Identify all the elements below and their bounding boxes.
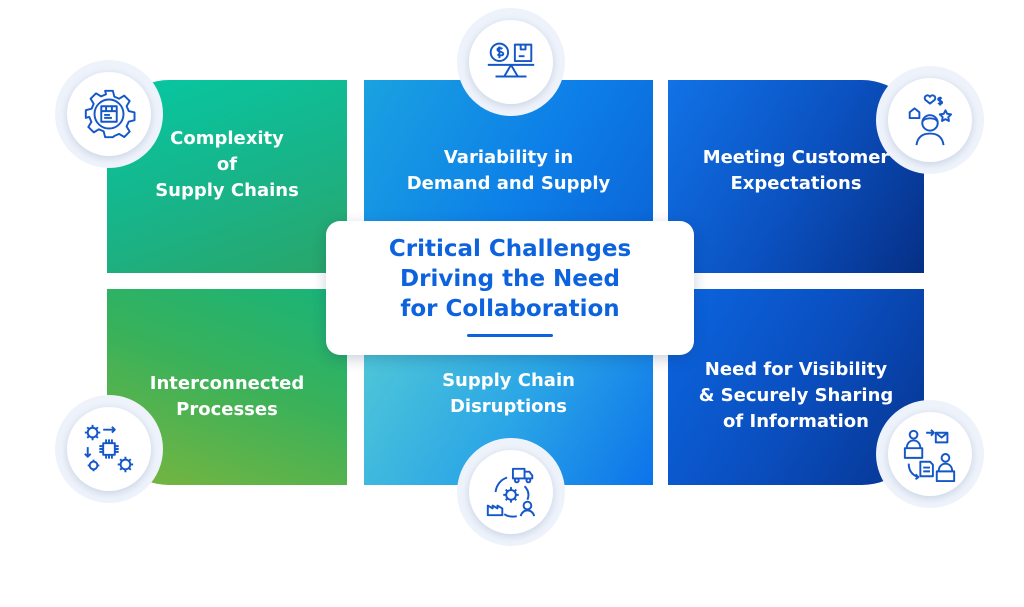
title-underline [467,333,553,337]
customer-icon [908,94,953,146]
challenge-label-complexity: Complexity of Supply Chains [155,127,299,201]
challenge-label-interconnected: Interconnected Processes [149,373,305,420]
badge-disruptions [457,438,565,546]
page-title: Critical Challenges Driving the Need for… [388,235,632,322]
challenge-label-customer-expectations: Meeting Customer Expectations [702,146,890,194]
challenge-label-visibility: Need for Visibility & Securely Sharing o… [698,359,894,432]
supply-cycle-icon [486,467,536,518]
balance-scale-icon [487,42,535,78]
connected-gears-icon [84,424,134,473]
badge-interconnected [55,395,163,503]
badge-variability [457,8,565,116]
badge-visibility [876,400,984,508]
challenge-panel-visibility: Need for Visibility & Securely Sharing o… [668,289,924,485]
info-sharing-icon [903,429,956,483]
badge-customer-expectations [876,66,984,174]
badge-complexity [55,60,163,168]
challenge-label-disruptions: Supply Chain Disruptions [442,370,575,417]
challenge-label-variability: Variability in Demand and Supply [406,146,611,194]
gear-box-icon [84,89,136,139]
center-title-card: Critical Challenges Driving the Need for… [326,221,694,355]
